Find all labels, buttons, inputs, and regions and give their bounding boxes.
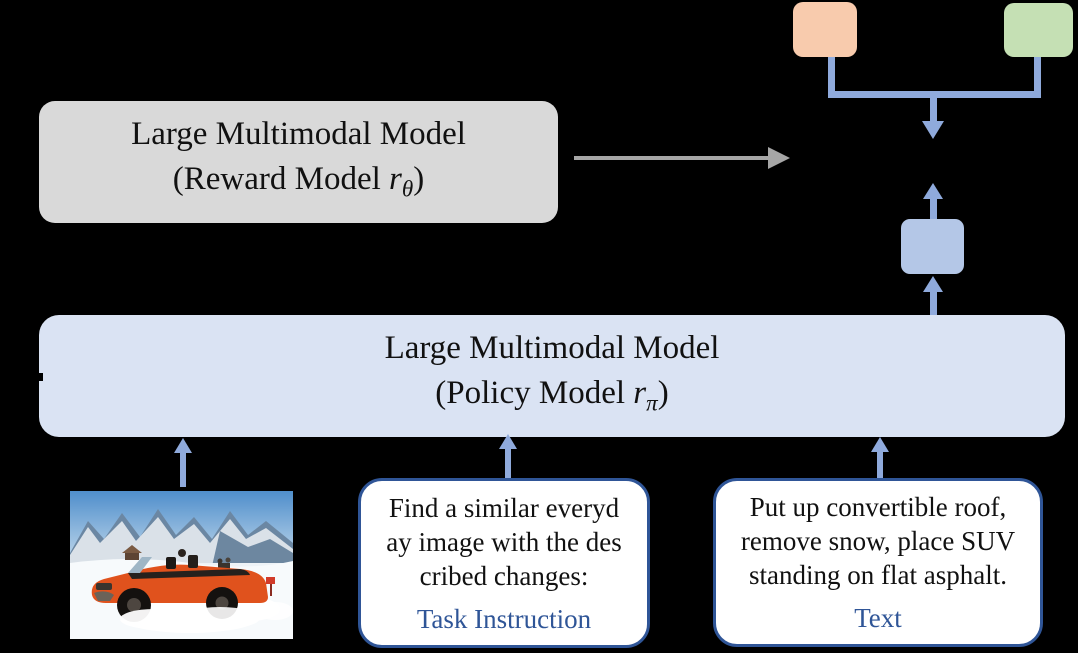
merge-bracket-bar <box>828 91 1041 98</box>
text-input-line2: remove snow, place SUV <box>740 526 1016 556</box>
image-input-arrow-shaft <box>180 453 186 487</box>
merge-down-arrow-head-icon <box>922 121 944 139</box>
orange-box-connector <box>828 57 835 98</box>
reward-model-title-line2: (Reward Model rθ) <box>172 161 425 202</box>
gray-arrow-head-icon <box>768 147 790 169</box>
task-input-arrow-shaft <box>505 449 511 479</box>
text-input-box: Put up convertible roof, remove snow, pl… <box>713 478 1043 647</box>
task-instruction-line1: Find a similar everyd <box>388 492 620 523</box>
policy-model-title-line2: (Policy Model rπ) <box>435 375 669 416</box>
reward-model-title-line1: Large Multimodal Model <box>131 116 466 153</box>
text-input-line1: Put up convertible roof, <box>749 492 1007 522</box>
policy-model-box: Large Multimodal Model (Policy Model rπ) <box>39 315 1065 437</box>
reward-model-box: Large Multimodal Model (Reward Model rθ) <box>39 101 558 223</box>
task-instruction-box: Find a similar everyd ay image with the … <box>358 478 650 648</box>
token-up-arrow-head-icon <box>923 183 943 199</box>
text-input-label: Text <box>854 603 902 633</box>
text-input-arrow-head-icon <box>871 437 889 452</box>
suv-snow-illustration <box>70 491 293 639</box>
text-input-arrow-shaft <box>877 452 883 479</box>
input-image-suv-snow <box>70 491 293 639</box>
task-instruction-line3: cribed changes: <box>419 560 589 591</box>
task-instruction-label: Task Instruction <box>416 603 592 634</box>
orange-box <box>793 2 857 57</box>
image-input-arrow-head-icon <box>174 438 192 453</box>
policy-up-arrow-head-icon <box>923 276 943 292</box>
blue-token-box <box>901 219 964 274</box>
token-up-arrow-shaft <box>930 199 937 219</box>
gray-arrow-shaft <box>574 156 770 160</box>
policy-up-arrow-shaft <box>930 292 937 315</box>
policy-box-left-notch <box>37 373 43 381</box>
task-instruction-line2: ay image with the des <box>386 526 622 557</box>
merge-down-arrow-shaft <box>930 98 937 121</box>
green-box-connector <box>1034 57 1041 98</box>
task-input-arrow-head-icon <box>499 434 517 449</box>
policy-model-title-line1: Large Multimodal Model <box>384 330 720 367</box>
green-box <box>1004 3 1073 57</box>
text-input-line3: standing on flat asphalt. <box>749 560 1007 590</box>
